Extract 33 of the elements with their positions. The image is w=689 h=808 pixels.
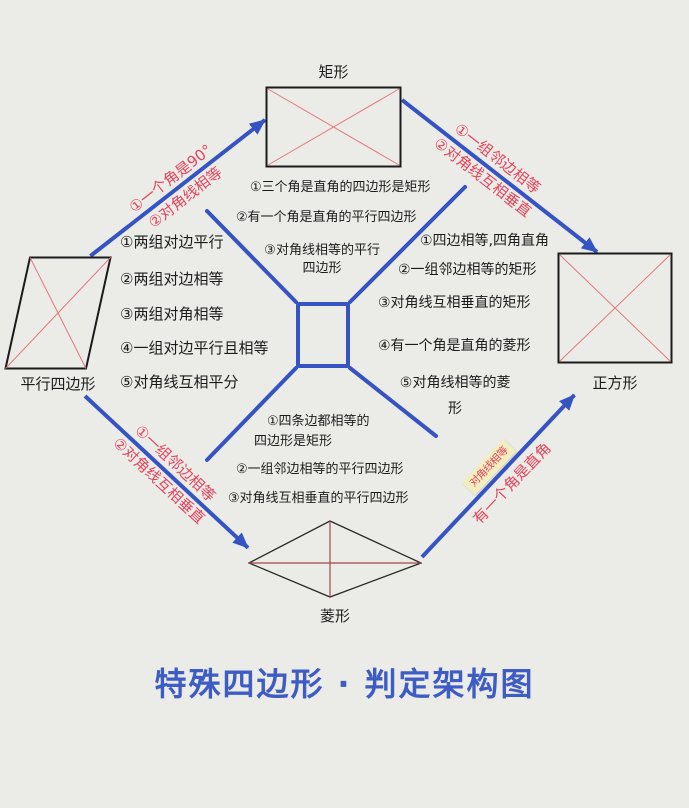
connector-line xyxy=(348,185,467,304)
condition-text: ②一组邻边相等的平行四边形 xyxy=(236,462,404,479)
edge-label: ①一组邻边相等 ②对角线互相垂直 xyxy=(430,119,544,224)
connector-line xyxy=(205,209,298,304)
condition-text: ⑤对角线互相平分 xyxy=(120,373,238,392)
diagram-title: 特殊四边形 · 判定架构图 xyxy=(153,664,536,704)
shape-name: 平行四边形 xyxy=(20,374,96,394)
condition-text: ③对角线互相垂直的平行四边形 xyxy=(228,491,409,508)
connector-line xyxy=(205,366,298,462)
edge-label: ①一个角是90° ②对角线相等 xyxy=(124,140,226,234)
condition-text: ②有一个角是直角的平行四边形 xyxy=(236,210,417,227)
condition-text: ④有一个角是直角的菱形 xyxy=(378,337,531,356)
condition-text: ②一组邻边相等的矩形 xyxy=(398,261,537,280)
arrow xyxy=(84,394,250,550)
edge-label: ①一组邻边相等 ②对角线互相垂直 xyxy=(108,420,220,530)
condition-text: ③对角线相等的平行四边形 xyxy=(263,242,381,278)
connector-line xyxy=(348,366,438,438)
arrow xyxy=(420,394,576,558)
condition-text: ③两组对角相等 xyxy=(120,305,224,324)
condition-text: ①四边相等,四角直角 xyxy=(420,232,550,250)
shape-name: 菱形 xyxy=(319,606,351,626)
condition-text: ①两组对边平行 xyxy=(120,233,224,252)
shape-name: 矩形 xyxy=(318,62,350,82)
arrow xyxy=(89,118,266,258)
arrow xyxy=(400,98,598,254)
condition-text: ④一组对边平行且相等 xyxy=(120,339,268,358)
condition-text: ②两组对边相等 xyxy=(120,270,224,290)
condition-text: ③对角线互相垂直的矩形 xyxy=(378,294,531,312)
condition-text: ①三个角是直角的四边形是矩形 xyxy=(250,180,431,197)
shape-name: 正方形 xyxy=(592,373,638,393)
center-box xyxy=(296,302,350,368)
condition-text: ①四条边都相等的四边形是矩形 xyxy=(254,412,371,450)
condition-text: ⑤对角线相等的菱形 xyxy=(398,374,512,419)
